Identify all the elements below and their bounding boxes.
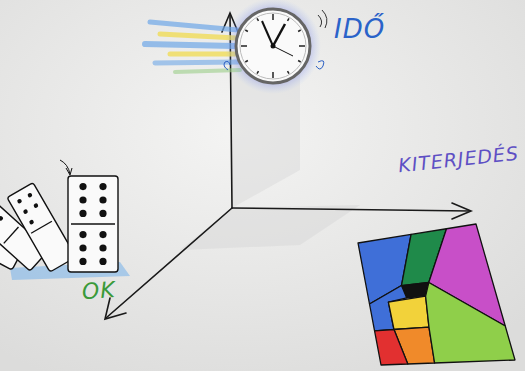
axis-label: OK: [81, 279, 116, 303]
clock-tick: [298, 30, 301, 32]
cause-axis: [106, 208, 232, 318]
clock-tick: [288, 71, 290, 74]
tangram-piece: [388, 296, 429, 329]
domino: [7, 183, 76, 272]
clock-tick: [299, 45, 305, 47]
pencil-shade: [180, 205, 360, 250]
domino: [68, 176, 118, 272]
tangram-piece: [426, 283, 515, 363]
clock-tick: [245, 30, 248, 32]
clock: [224, 0, 327, 94]
clock-tick: [257, 71, 259, 74]
clock-tick: [241, 45, 247, 47]
arrowhead: [452, 203, 471, 219]
clock-tick: [257, 18, 259, 21]
tangram-piece: [375, 330, 408, 365]
tangram: [358, 224, 515, 365]
hour-hand: [273, 24, 285, 46]
minute-hand: [262, 21, 273, 46]
clock-tick: [298, 61, 301, 63]
dominoes: [0, 160, 130, 280]
clock-tick: [288, 18, 290, 21]
clock-tick: [245, 61, 248, 63]
clock-tick: [272, 14, 274, 20]
clock-tick: [272, 72, 274, 78]
extension-axis: [232, 208, 470, 211]
motion-mark: [60, 160, 72, 175]
axis-label: IDŐ: [334, 16, 385, 42]
second-hand: [273, 46, 293, 56]
